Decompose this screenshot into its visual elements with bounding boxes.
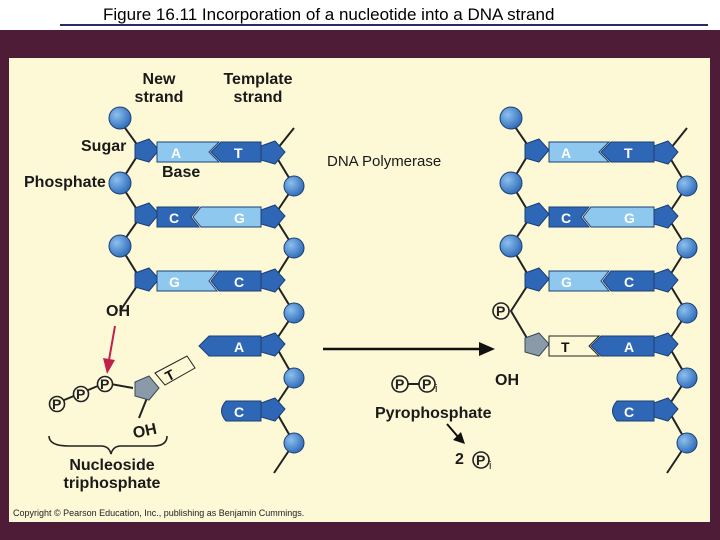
phosphate-circle bbox=[283, 302, 305, 324]
base-letter: C bbox=[624, 274, 634, 290]
left-base-pair-3 bbox=[156, 270, 262, 292]
phosphate-symbol: P bbox=[395, 376, 404, 392]
phosphate-circle bbox=[676, 237, 698, 259]
oh-label-top: OH bbox=[106, 303, 130, 320]
base-letter: A bbox=[171, 145, 181, 161]
nucleoside-triphosphate-label: Nucleoside triphosphate bbox=[63, 457, 161, 492]
sugar-label: Sugar bbox=[81, 138, 127, 155]
phosphate-circle bbox=[283, 237, 305, 259]
left-base-pair-2 bbox=[156, 206, 262, 228]
sugar-pentagon bbox=[653, 397, 679, 422]
nucleoside-brace bbox=[48, 435, 168, 455]
phosphate-circle bbox=[108, 234, 132, 258]
figure-title: Figure 16.11 Incorporation of a nucleoti… bbox=[103, 5, 555, 24]
pyrophosphate-label: Pyrophosphate bbox=[375, 405, 492, 422]
title-bar: Figure 16.11 Incorporation of a nucleoti… bbox=[0, 0, 720, 30]
phosphate-circle bbox=[96, 375, 114, 393]
phosphate-symbol: P bbox=[422, 376, 431, 392]
right-base-pair-5 bbox=[612, 400, 655, 422]
base-letter: C bbox=[234, 404, 244, 420]
phosphate-symbol: P bbox=[76, 386, 85, 402]
phosphate-circle bbox=[48, 395, 66, 413]
phosphate-circle bbox=[108, 106, 132, 130]
base-letter: T bbox=[234, 145, 243, 161]
phosphate-symbol: P bbox=[100, 376, 109, 392]
base-letter: A bbox=[624, 339, 634, 355]
incoming-base bbox=[154, 355, 196, 386]
sugar-pentagon bbox=[653, 268, 679, 293]
phosphate-circle bbox=[283, 432, 305, 454]
base-letter: T bbox=[624, 145, 633, 161]
oh-label-right: OH bbox=[495, 372, 519, 389]
pyrophosphate-arrow bbox=[446, 423, 465, 444]
inorganic-subscript: i bbox=[489, 460, 491, 472]
sugar-pentagon bbox=[260, 204, 286, 229]
phosphate-circle bbox=[283, 175, 305, 197]
phosphate-circle bbox=[108, 171, 132, 195]
sugar-pentagon bbox=[134, 267, 160, 292]
phosphate-circle bbox=[499, 106, 523, 130]
phosphate-circle bbox=[676, 302, 698, 324]
phosphate-label: Phosphate bbox=[24, 174, 106, 191]
red-arrow bbox=[103, 325, 116, 374]
sugar-pentagon bbox=[524, 332, 550, 357]
sugar-pentagon bbox=[653, 332, 679, 357]
base-letter: T bbox=[561, 339, 570, 355]
new-strand-label: New strand bbox=[134, 71, 184, 106]
title-underline bbox=[60, 24, 708, 26]
base-letter: C bbox=[561, 210, 571, 226]
phosphate-circle bbox=[391, 375, 409, 393]
phosphate-circle bbox=[676, 175, 698, 197]
incoming-nucleotide bbox=[48, 355, 196, 419]
reaction-arrow bbox=[323, 342, 495, 356]
base-letter: A bbox=[561, 145, 571, 161]
phosphate-symbol: P bbox=[476, 452, 485, 468]
base-letter: C bbox=[234, 274, 244, 290]
right-base-pair-2 bbox=[548, 206, 655, 228]
base-letter: C bbox=[624, 404, 634, 420]
phosphate-circle bbox=[676, 432, 698, 454]
base-letter: G bbox=[169, 274, 180, 290]
left-base-pair-4 bbox=[198, 335, 262, 357]
base-letter: C bbox=[169, 210, 179, 226]
right-base-pair-4 bbox=[548, 335, 655, 357]
base-letter: A bbox=[234, 339, 244, 355]
sugar-pentagon bbox=[134, 375, 160, 401]
base-letter: G bbox=[624, 210, 635, 226]
phosphate-symbol: P bbox=[496, 303, 505, 319]
phosphate-circle bbox=[418, 375, 436, 393]
right-base-pair-3 bbox=[548, 270, 655, 292]
right-base-pair-1 bbox=[548, 141, 655, 163]
sugar-pentagon bbox=[260, 332, 286, 357]
phosphate-circle bbox=[499, 234, 523, 258]
sugar-pentagon bbox=[134, 202, 160, 227]
dna-polymerase-label: DNA Polymerase bbox=[327, 153, 442, 170]
left-base-pair-5 bbox=[221, 400, 262, 422]
phosphate-circle bbox=[676, 367, 698, 389]
phosphate-circle bbox=[499, 171, 523, 195]
two-coefficient: 2 bbox=[455, 451, 464, 468]
phosphate-circle bbox=[492, 302, 510, 320]
phosphate-circle bbox=[472, 451, 490, 469]
sugar-pentagon bbox=[524, 138, 550, 163]
pyrophosphate-molecule bbox=[391, 375, 436, 393]
template-strand-label: Template strand bbox=[223, 71, 293, 106]
dna-diagram: A T C G G C A C T A T C G G C T A C P P … bbox=[48, 106, 698, 474]
sugar-pentagon bbox=[260, 397, 286, 422]
phosphate-symbol: P bbox=[52, 396, 61, 412]
inorganic-subscript: i bbox=[435, 383, 437, 395]
left-base-pair-1 bbox=[156, 141, 262, 163]
sugar-pentagon bbox=[524, 202, 550, 227]
phosphate-circle bbox=[283, 367, 305, 389]
base-letter: G bbox=[234, 210, 245, 226]
copyright-notice: Copyright © Pearson Education, Inc., pub… bbox=[13, 508, 305, 518]
base-letter: G bbox=[561, 274, 572, 290]
sugar-pentagon bbox=[260, 268, 286, 293]
base-label: Base bbox=[162, 164, 201, 181]
sugar-pentagon bbox=[524, 267, 550, 292]
sugar-pentagon bbox=[653, 204, 679, 229]
phosphate-circle bbox=[72, 385, 90, 403]
sugar-pentagon bbox=[134, 138, 160, 163]
